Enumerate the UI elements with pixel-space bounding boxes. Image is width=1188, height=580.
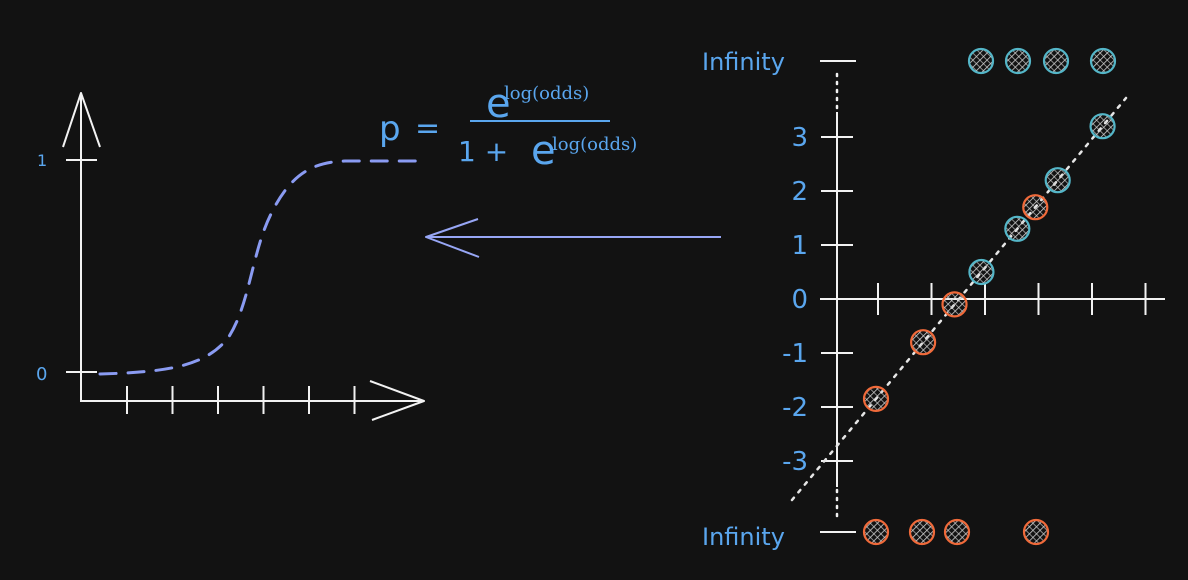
teal-infinity-point bbox=[1042, 47, 1070, 75]
right-x-ticks bbox=[877, 283, 1147, 315]
left-x-axis-arrowhead bbox=[369, 380, 425, 421]
right-y-tick-label: 1 bbox=[791, 231, 808, 261]
right-y-tick-label: -1 bbox=[782, 339, 808, 369]
orange-infinity-point bbox=[862, 518, 890, 546]
formula-numerator-e: e bbox=[486, 81, 511, 127]
formula-p: p bbox=[379, 109, 401, 149]
right-y-tick-label: 3 bbox=[791, 123, 808, 153]
teal-data-point bbox=[1044, 167, 1071, 194]
left-plot: 1 0 bbox=[36, 92, 425, 421]
formula-denominator-prefix: 1 + bbox=[458, 135, 508, 168]
arrow-left-head bbox=[425, 218, 480, 258]
right-y-ticks: 3 2 1 0 -1 -2 -3 bbox=[782, 123, 853, 477]
teal-infinity-point bbox=[1089, 47, 1117, 75]
right-top-infinity-label: Infinity bbox=[702, 48, 785, 76]
orange-data-point bbox=[1022, 194, 1049, 221]
teal-infinity-point bbox=[1004, 47, 1032, 75]
orange-data-point bbox=[862, 385, 890, 412]
formula-denominator-e: e bbox=[531, 128, 556, 174]
right-y-tick-label: 0 bbox=[791, 285, 808, 315]
left-y-label-1: 1 bbox=[37, 151, 47, 170]
orange-infinity-point bbox=[1022, 518, 1050, 546]
formula-equals: = bbox=[415, 111, 440, 146]
right-y-tick-label: 2 bbox=[791, 177, 808, 207]
transform-arrow bbox=[425, 218, 721, 258]
sigmoid-curve-icon bbox=[98, 159, 422, 376]
formula-denominator-exponent: log(odds) bbox=[552, 134, 637, 155]
teal-data-point bbox=[1004, 215, 1031, 242]
orange-data-point bbox=[941, 291, 968, 318]
orange-infinity-point bbox=[908, 518, 936, 546]
right-plot: Infinity Infinity 3 2 1 0 -1 -2 -3 bbox=[702, 47, 1165, 551]
orange-data-point bbox=[910, 329, 937, 356]
teal-infinity-point bbox=[967, 47, 995, 75]
left-y-label-0: 0 bbox=[36, 364, 47, 385]
left-x-ticks bbox=[126, 386, 356, 414]
left-y-axis-arrowhead bbox=[62, 92, 101, 148]
teal-data-point bbox=[968, 258, 995, 286]
orange-infinity-point bbox=[943, 518, 971, 546]
formula-numerator-exponent: log(odds) bbox=[504, 83, 589, 104]
logistic-formula: p = e log(odds) 1 + e log(odds) bbox=[379, 81, 637, 174]
right-bottom-infinity-label: Infinity bbox=[702, 523, 785, 551]
teal-data-point bbox=[1089, 113, 1116, 140]
right-y-tick-label: -2 bbox=[782, 393, 808, 423]
right-points bbox=[862, 47, 1117, 546]
right-y-tick-label: -3 bbox=[782, 447, 808, 477]
